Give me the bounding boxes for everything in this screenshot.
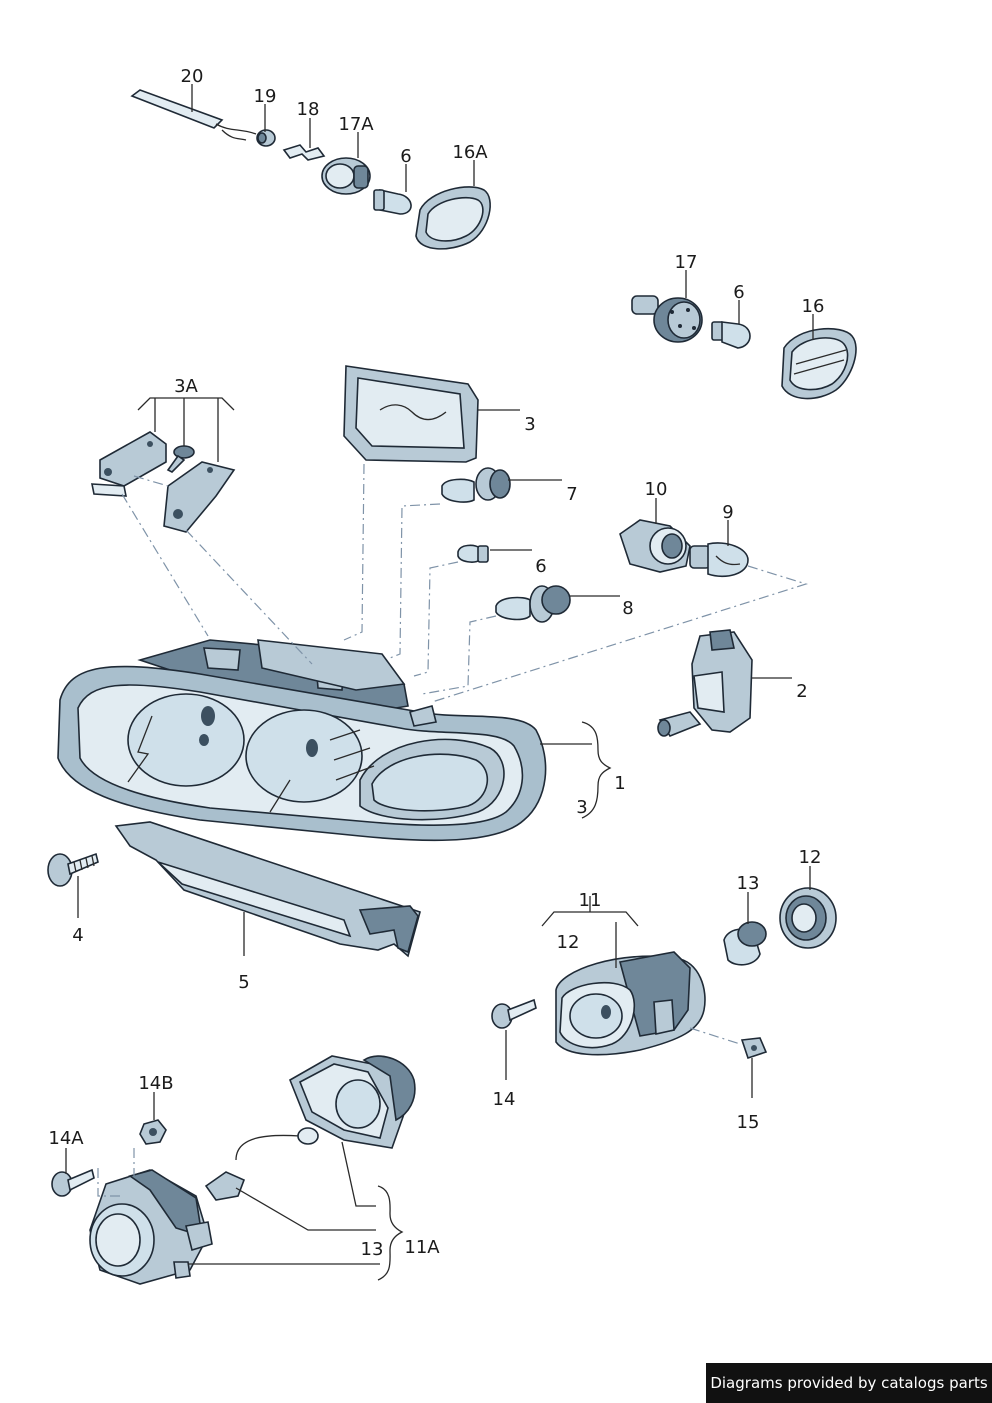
callout-20: 20: [181, 66, 204, 87]
callout-14A: 14A: [48, 1128, 84, 1149]
side-marker-lens-16: [781, 327, 857, 400]
bulb-8: [495, 585, 571, 623]
side-marker-lens-16A: [415, 186, 491, 250]
fog-lamp-bracket-11A: [288, 1055, 416, 1149]
wire-harness: [130, 89, 257, 141]
callout-9: 9: [722, 502, 733, 523]
callout-19: 19: [254, 86, 277, 107]
callout-7: 7: [566, 484, 577, 505]
callout-4: 4: [72, 925, 83, 946]
bulb-7: [441, 467, 511, 503]
fog-bulb-13: [723, 921, 767, 966]
bracket-right-3A: [163, 461, 236, 533]
callout-17A: 17A: [338, 114, 374, 135]
callout-18: 18: [297, 99, 320, 120]
screw-14: [491, 998, 537, 1029]
callout-6-top: 6: [400, 146, 411, 167]
trim-panel-5: [114, 821, 421, 958]
contact-clip-18: [282, 144, 326, 161]
callout-15: 15: [737, 1112, 760, 1133]
screw-14A: [51, 1168, 95, 1197]
fog-lamp-unit-11A: [89, 1169, 213, 1285]
callout-17: 17: [675, 252, 698, 273]
callout-6-mid: 6: [733, 282, 744, 303]
housing-gasket-3: [343, 365, 479, 463]
bulb-6-housing: [457, 544, 489, 563]
callout-1: 1: [614, 773, 625, 794]
fog-lamp-housing-11: [555, 951, 706, 1056]
callout-labels: 20 19 18 17A 6 16A 17 6 16 3A 3 7 10 9 6…: [48, 66, 824, 1260]
callout-14: 14: [493, 1089, 516, 1110]
leader-lines: [65, 84, 814, 1281]
fog-cap-12: [779, 887, 837, 949]
callout-8: 8: [622, 598, 633, 619]
bulb-socket-17: [631, 295, 703, 343]
grommet-19: [256, 129, 276, 147]
bracket-left-3A: [91, 431, 167, 497]
callout-3A: 3A: [174, 376, 198, 397]
callout-3-gasket: 3: [524, 414, 535, 435]
callout-12-housing: 12: [557, 932, 580, 953]
callout-16: 16: [802, 296, 825, 317]
nut-14B: [139, 1119, 167, 1145]
assembly-paths: [97, 463, 809, 1197]
clip-nut-15: [740, 1037, 768, 1060]
callout-14B: 14B: [138, 1073, 173, 1094]
callout-6-housing: 6: [535, 556, 546, 577]
callout-16A: 16A: [452, 142, 488, 163]
adjuster-motor-2: [657, 629, 753, 737]
credit-banner: Diagrams provided by catalogs parts: [706, 1363, 992, 1403]
callout-12-cap: 12: [799, 847, 822, 868]
callout-5: 5: [238, 972, 249, 993]
callout-13: 13: [737, 873, 760, 894]
headlight-housing-1: [57, 639, 547, 842]
callout-10: 10: [645, 479, 668, 500]
callout-2: 2: [796, 681, 807, 702]
callout-13-fog: 13: [361, 1239, 384, 1260]
screw-4: [47, 852, 99, 887]
bulb-6-mid: [711, 321, 751, 349]
bulb-9: [689, 542, 749, 578]
callout-3-headlight: 3: [576, 797, 587, 818]
bulb-6-top: [373, 189, 412, 215]
bulb-socket-17A: [321, 157, 371, 195]
callout-11A: 11A: [404, 1237, 440, 1258]
screw-3A: [166, 445, 195, 473]
callout-11: 11: [579, 890, 602, 911]
fog-lamp-wire: [204, 1127, 319, 1201]
bulb-socket-10: [619, 519, 691, 573]
